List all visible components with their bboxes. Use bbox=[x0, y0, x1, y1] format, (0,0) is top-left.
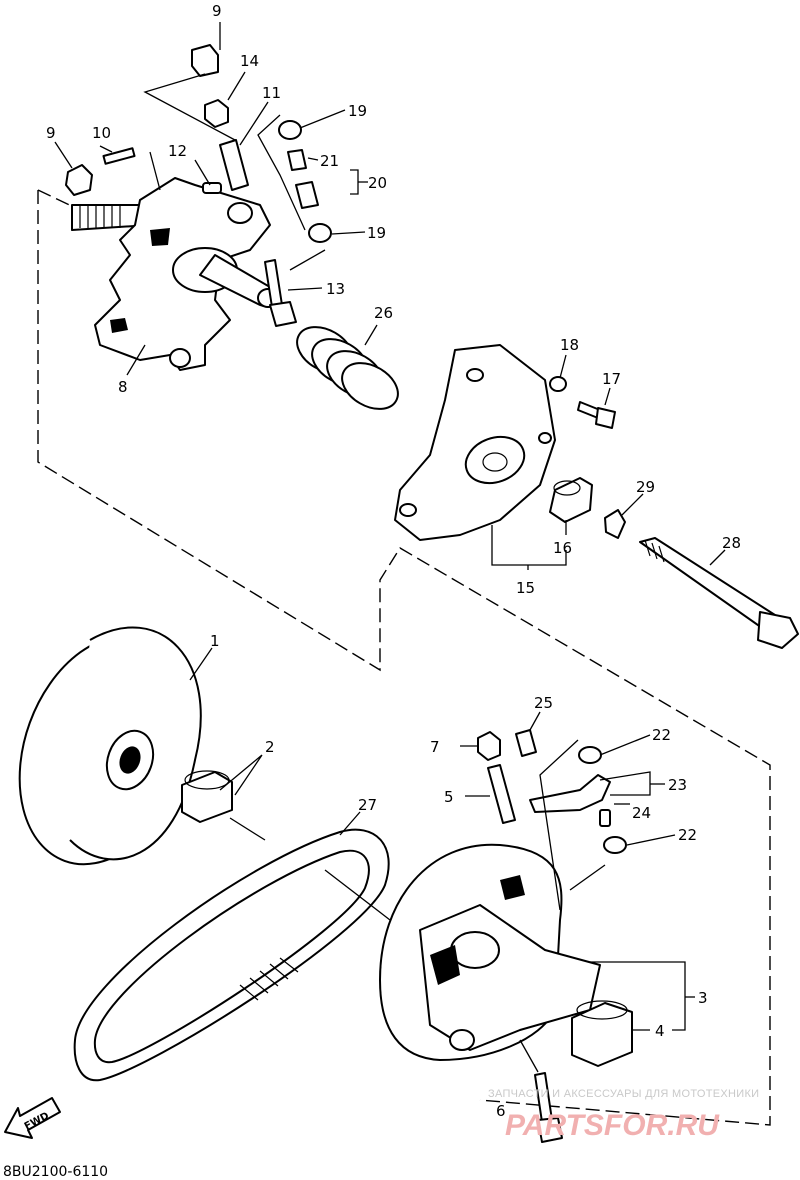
callout-19b: 19 bbox=[367, 224, 386, 242]
callout-22a: 22 bbox=[652, 726, 671, 744]
washer-22a bbox=[578, 746, 602, 764]
watermark-logo: PARTSFOR.RU bbox=[505, 1109, 720, 1142]
weight-cap-9a bbox=[191, 44, 219, 77]
weight-cap-9b bbox=[65, 164, 93, 196]
callout-17: 17 bbox=[602, 370, 621, 388]
bushing-4 bbox=[571, 1000, 633, 1067]
callout-16: 16 bbox=[553, 539, 572, 557]
callout-9a: 9 bbox=[212, 2, 222, 20]
bushing-2 bbox=[181, 770, 233, 823]
spring-cover-15 bbox=[394, 344, 556, 541]
watermark: ЗАПЧАСТИ И АКСЕССУАРЫ ДЛЯ МОТОТЕХНИКИ PA… bbox=[488, 1088, 759, 1142]
callout-15: 15 bbox=[516, 579, 535, 597]
assembly-outline bbox=[37, 190, 771, 1126]
callout-7: 7 bbox=[430, 738, 440, 756]
callout-5: 5 bbox=[444, 788, 454, 806]
washer-19a bbox=[278, 120, 302, 140]
bolt-17 bbox=[577, 401, 616, 429]
callout-4: 4 bbox=[655, 1022, 665, 1040]
pin-24 bbox=[599, 809, 611, 827]
callout-12: 12 bbox=[168, 142, 187, 160]
callout-6: 6 bbox=[496, 1102, 506, 1120]
washer-19b bbox=[308, 223, 332, 243]
bushing-16 bbox=[549, 477, 593, 523]
fixed-sheave-1 bbox=[18, 626, 202, 866]
drive-belt-27 bbox=[73, 828, 390, 1082]
callout-28: 28 bbox=[722, 534, 741, 552]
callout-26: 26 bbox=[374, 304, 393, 322]
callout-20: 20 bbox=[368, 174, 387, 192]
callout-18: 18 bbox=[560, 336, 579, 354]
spring-26 bbox=[296, 326, 399, 410]
nut-7 bbox=[477, 731, 501, 761]
diagram-code: 8BU2100-6110 bbox=[3, 1164, 108, 1180]
callout-25: 25 bbox=[534, 694, 553, 712]
pin-25 bbox=[515, 729, 537, 757]
roller-20 bbox=[295, 181, 319, 209]
assembly-outline-top bbox=[37, 189, 81, 211]
callout-3: 3 bbox=[698, 989, 708, 1007]
bushing-21 bbox=[287, 149, 307, 171]
callout-27: 27 bbox=[358, 796, 377, 814]
callout-22b: 22 bbox=[678, 826, 697, 844]
callout-2: 2 bbox=[265, 738, 275, 756]
bolt-6 bbox=[534, 1072, 563, 1143]
leader-lines bbox=[54, 22, 726, 1073]
fwd-arrow: FWD bbox=[4, 1097, 61, 1139]
secondary-sheave-3 bbox=[379, 843, 601, 1061]
bolt-13 bbox=[264, 259, 297, 327]
callout-19a: 19 bbox=[348, 102, 367, 120]
callout-10: 10 bbox=[92, 124, 111, 142]
callout-23: 23 bbox=[668, 776, 687, 794]
sliding-sheave-8 bbox=[71, 177, 279, 371]
callout-1: 1 bbox=[210, 632, 220, 650]
washer-22b bbox=[603, 836, 627, 854]
set-screw-12 bbox=[202, 182, 222, 194]
nut-18 bbox=[549, 376, 567, 392]
callout-21: 21 bbox=[320, 152, 339, 170]
callout-13: 13 bbox=[326, 280, 345, 298]
callout-14: 14 bbox=[240, 52, 259, 70]
callout-labels: 9 14 11 19 21 20 19 13 9 10 12 8 26 18 1… bbox=[46, 2, 741, 1120]
watermark-caption: ЗАПЧАСТИ И АКСЕССУАРЫ ДЛЯ МОТОТЕХНИКИ bbox=[488, 1088, 759, 1100]
clip-29 bbox=[604, 509, 626, 539]
callout-24: 24 bbox=[632, 804, 651, 822]
callout-29: 29 bbox=[636, 478, 655, 496]
nut-14 bbox=[204, 99, 229, 128]
pin-10 bbox=[102, 147, 136, 165]
collar-11 bbox=[219, 139, 249, 191]
slider-23 bbox=[529, 774, 611, 813]
callout-11: 11 bbox=[262, 84, 281, 102]
callout-9b: 9 bbox=[46, 124, 56, 142]
callout-8: 8 bbox=[118, 378, 128, 396]
pin-5 bbox=[487, 764, 516, 824]
bolt-28 bbox=[639, 537, 799, 649]
